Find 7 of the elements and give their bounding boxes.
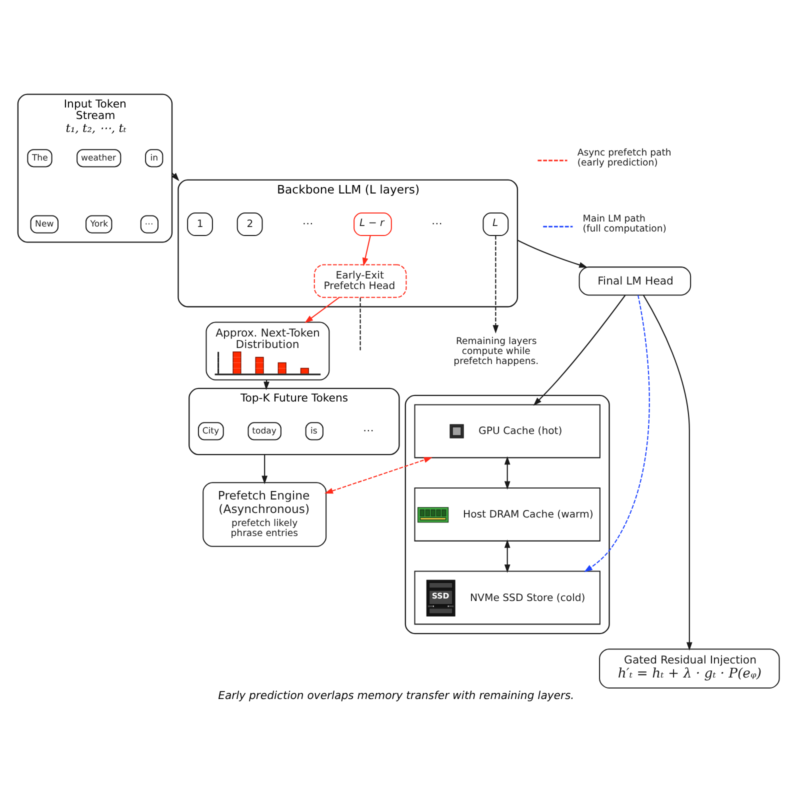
- label: ⋯: [302, 217, 314, 230]
- node-text: Remaining layers compute while prefetch happens.: [454, 336, 539, 368]
- caption: Early prediction overlaps memory transfer with remaining layers.: [218, 689, 574, 702]
- legend-label: Async prefetch path (early prediction): [577, 147, 672, 169]
- label: ⋯: [363, 424, 374, 438]
- label: ⋯: [431, 217, 442, 230]
- legend-label: Main LM path (full computation): [582, 214, 666, 235]
